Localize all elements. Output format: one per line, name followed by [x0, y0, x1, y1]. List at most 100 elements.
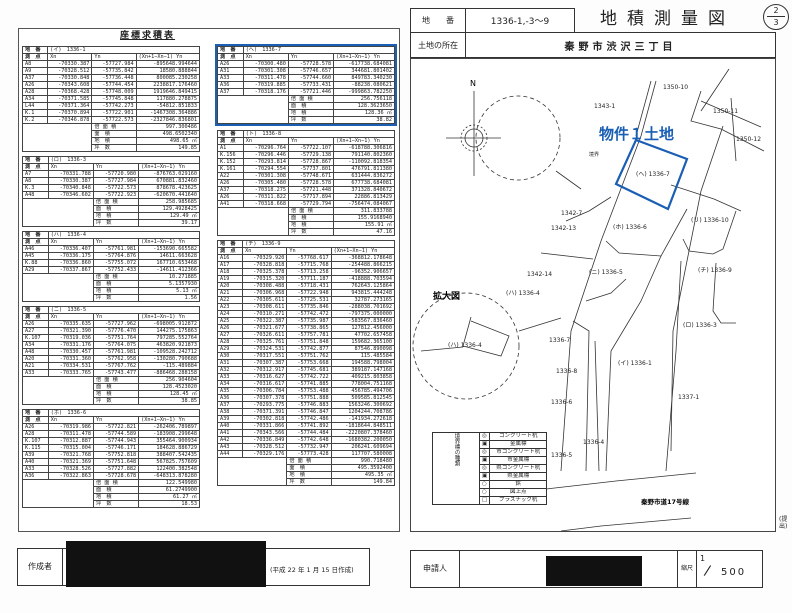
- table-cell: -57745.681: [286, 366, 332, 374]
- table-row: A17-70328.818-57715.768-254488.866215: [216, 261, 396, 269]
- summary-label: 倍 面 積: [92, 479, 140, 487]
- table-cell: -57735.842: [91, 67, 137, 75]
- table-row: A26-70319.986-57722.821-262406.789897: [22, 423, 200, 431]
- table-cell: -70321.390: [47, 327, 94, 335]
- table-cell: -57722.821: [92, 423, 140, 431]
- applicant-box: 申請人 縮尺 1 / 500: [410, 550, 763, 588]
- table-cell: -57727.962: [92, 320, 140, 328]
- table-row: A41-70343.566-57744.484-2220807.378460: [216, 429, 396, 437]
- table-cell: -70371.391: [242, 408, 288, 416]
- table-cell: -57751.764: [92, 334, 140, 342]
- lot-label: 地 番: [217, 130, 244, 138]
- table-cell: A48: [22, 191, 49, 199]
- table-cell: -70328.526: [47, 465, 94, 473]
- marker-icon: ▣: [478, 440, 491, 449]
- table-cell: -618788.306816: [333, 144, 395, 152]
- table-cell: -57727.984: [91, 60, 137, 68]
- table-cell: -648313.878280: [138, 472, 200, 480]
- summary-value: 122.549980: [138, 479, 200, 487]
- table-cell: A26: [217, 60, 244, 68]
- summary-value: 128.3623650: [333, 102, 395, 110]
- table-cell: -70316.627: [242, 373, 288, 381]
- parcel-label: 境界: [589, 151, 599, 158]
- table-cell: 509585.812545: [330, 394, 396, 402]
- table-cell: -57713.258: [286, 268, 332, 276]
- table-row: A29-70337.867-57752.433-14611.412366: [22, 266, 200, 274]
- marker-icon: ○: [478, 480, 491, 489]
- table-cell: -57728.578: [287, 60, 335, 68]
- table-row: A46-70336.407-57761.981-153690.665582: [22, 245, 200, 253]
- legend-label: 鋲: [489, 480, 548, 489]
- table-row: A21-70334.531-57767.762-115.489884: [22, 362, 200, 370]
- table-cell: 409215.803858: [330, 373, 396, 381]
- summary-value: 38.85: [138, 397, 200, 405]
- table-cell: 117707.580008: [330, 450, 396, 458]
- created-date: (平成 22 年 1 月 15 日作成): [270, 566, 354, 574]
- table-cell: -70296.446: [242, 151, 289, 159]
- parcel-label: 1350-12: [736, 136, 761, 143]
- table-cell: 463820.921873: [138, 341, 200, 349]
- table-cell: A28: [21, 88, 49, 96]
- table-cell: -57725.531: [286, 296, 332, 304]
- table-cell: -57762.958: [92, 355, 140, 363]
- table-row: A28-70311.478-57744.589-183908.299648: [22, 430, 200, 438]
- table-cell: -14611.412366: [138, 266, 200, 274]
- table-cell: A37: [217, 186, 244, 194]
- legend-label: コンクリート杭: [489, 432, 548, 441]
- yn-header: Yn: [92, 238, 140, 246]
- summary-value: 495.35 ㎡: [330, 471, 396, 479]
- table-row: A33-70333.765-57743.477-886468.288158: [22, 369, 200, 377]
- lot-label: 地 番: [22, 306, 49, 314]
- table-cell: -70293.775: [242, 401, 288, 409]
- table-cell: -70331.176: [47, 341, 94, 349]
- table-cell: 476791.811380: [333, 165, 395, 173]
- summary-label: 倍 面 積: [287, 95, 335, 103]
- table-cell: -115.489884: [138, 362, 200, 370]
- table-cell: -57746.657: [287, 67, 335, 75]
- summary-label: 地 積: [92, 493, 140, 501]
- table-cell: -70325.761: [242, 338, 288, 346]
- redacted-applicant: [546, 556, 642, 586]
- table-cell: -70312.887: [47, 437, 94, 445]
- table-cell: K.107: [22, 334, 49, 342]
- legend-label: 市金属標: [489, 456, 548, 465]
- table-cell: -70335.635: [47, 320, 94, 328]
- table-cell: -70319.986: [47, 423, 94, 431]
- parcel-label: 1336-5: [551, 452, 572, 459]
- table-cell: -57745.848: [91, 95, 137, 103]
- summary-label: 倍 面 積: [286, 457, 332, 465]
- legend-label: 金属標: [489, 440, 548, 449]
- table-cell: A27: [216, 331, 244, 339]
- table-cell: -57722.948: [286, 289, 332, 297]
- table-cell: -70329.920: [242, 254, 288, 262]
- table-cell: A26: [21, 81, 49, 89]
- table-cell: -96352.906657: [330, 268, 396, 276]
- table-cell: -57748.671: [287, 172, 335, 180]
- table-cell: A21: [216, 289, 244, 297]
- summary-label: 面 積: [91, 130, 137, 138]
- table-cell: A40: [22, 458, 49, 466]
- parcel-label: 1337-1: [678, 394, 699, 401]
- table-cell: -70305.480: [242, 179, 289, 187]
- table-cell: -57722.901: [91, 109, 137, 117]
- table-cell: 194588.798004: [330, 359, 396, 367]
- table-cell: -262406.789897: [138, 423, 200, 431]
- marker-icon: ▣: [478, 456, 491, 465]
- road-label: 秦野市道17号線: [640, 497, 690, 506]
- yn-header: Yn: [92, 313, 140, 321]
- formula-header: (Xn+1−Xn−1) Yn: [135, 53, 201, 61]
- marker-icon: ◎: [478, 448, 491, 457]
- document-title: 地積測量図: [600, 9, 735, 29]
- marker-icon: ◎: [478, 432, 491, 441]
